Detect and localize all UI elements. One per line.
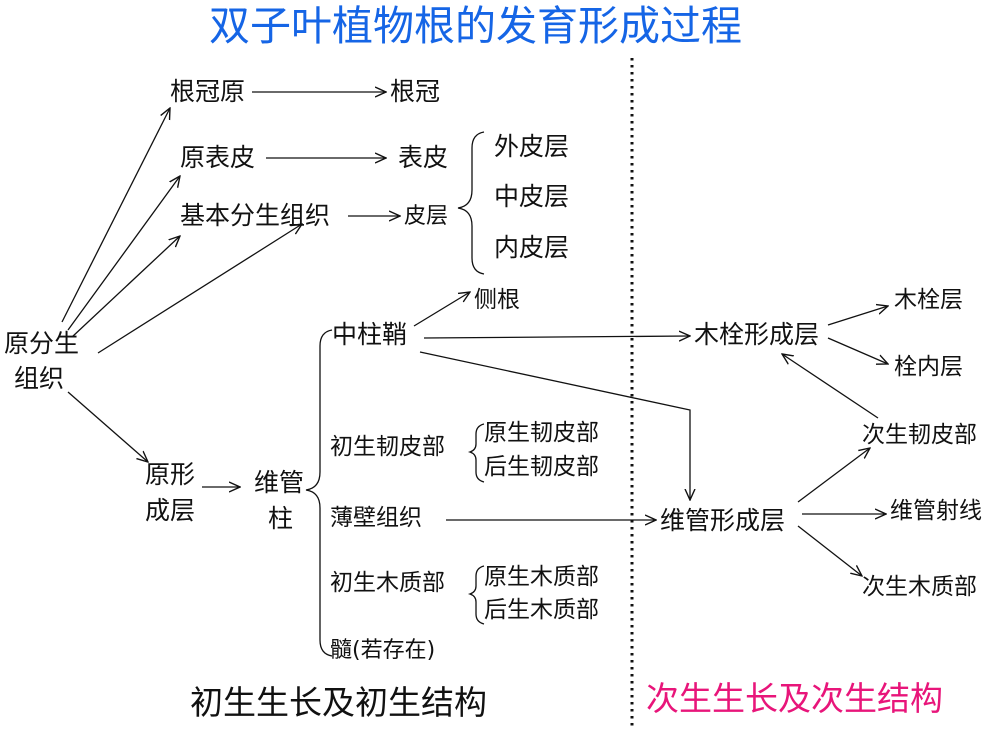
node-zhongpice: 中皮层 — [494, 182, 570, 211]
node-genguanyuan: 根冠原 — [170, 77, 246, 106]
node-biaopi: 表皮 — [398, 143, 449, 172]
node-chushengmuzhibu: 初生木质部 — [330, 570, 445, 596]
arrow-to-zhongzhuqiao-bottom — [97, 224, 302, 354]
node-yuanfenshengzuzhi-line2: 组织 — [14, 364, 65, 393]
node-mushuanceng: 木栓层 — [894, 287, 963, 313]
arrow-mushuan-mushuanceng — [827, 306, 888, 326]
node-yuanfenshengzuzhi-line1: 原分生 — [4, 329, 80, 358]
brace-pice — [457, 131, 485, 275]
caption-secondary: 次生生长及次生结构 — [646, 679, 943, 718]
diagram-title: 双子叶植物根的发育形成过程 — [209, 2, 742, 50]
node-yuanshengmuzhibu: 原生木质部 — [484, 564, 599, 590]
node-weiguanzhu-line1: 维管 — [254, 468, 305, 497]
node-jibenfenshengzuzhi: 基本分生组织 — [180, 201, 331, 230]
arrow-to-jibenfensheng — [71, 236, 180, 338]
node-pice: 皮层 — [404, 204, 449, 229]
arrow-cishengrenpi-mushuan — [782, 354, 879, 419]
node-yuanshengrenpibu: 原生韧皮部 — [484, 420, 599, 446]
node-shuanneiceng: 栓内层 — [894, 354, 963, 380]
node-mushuanxingchengceng: 木栓形成层 — [694, 320, 820, 349]
caption-primary: 初生生长及初生结构 — [190, 683, 487, 722]
arrow-weiguanxing-cishengmuzhi — [797, 525, 862, 576]
arrow-weiguanxing-cishengrenpi — [797, 448, 870, 503]
node-chushengrenpibu: 初生韧皮部 — [330, 434, 445, 460]
brace-renpibu — [467, 423, 485, 483]
node-weiguansheixian: 维管射线 — [890, 498, 982, 524]
node-waipice: 外皮层 — [494, 132, 570, 161]
arrow-to-yuanxingcheng — [67, 391, 148, 462]
node-weiguanxingchengceng: 维管形成层 — [660, 506, 786, 535]
arrow-to-yuanbiaopi — [67, 176, 180, 331]
brace-muzhibu — [467, 565, 485, 625]
node-yuanbiaopi: 原表皮 — [180, 143, 256, 172]
arrow-zhongzhuqiao-weiguanxing — [419, 351, 690, 500]
node-cegen: 侧根 — [474, 287, 520, 313]
node-cishengrenpibu: 次生韧皮部 — [862, 422, 977, 448]
brace-weiguanzhu — [305, 329, 333, 657]
node-weiguanzhu-line2: 柱 — [268, 504, 294, 533]
node-houshengmuzhibu: 后生木质部 — [484, 597, 599, 623]
arrow-zhongzhuqiao-cegen — [413, 292, 470, 327]
arrow-to-genguanyuan — [61, 108, 170, 323]
node-sui: 髓(若存在) — [330, 638, 436, 663]
arrow-mushuan-shuanneiceng — [827, 337, 888, 364]
node-baobizuzhi: 薄壁组织 — [330, 505, 422, 531]
arrow-zhongzhuqiao-mushuan — [423, 336, 690, 338]
node-yuanxingchengceng-line1: 原形 — [145, 460, 196, 489]
node-houshengrenpibu: 后生韧皮部 — [484, 454, 599, 480]
node-genguan: 根冠 — [390, 77, 441, 106]
node-yuanxingchengceng-line2: 成层 — [145, 496, 196, 525]
node-neipice: 内皮层 — [494, 233, 570, 262]
node-zhongzhuqiao: 中柱鞘 — [332, 320, 408, 349]
node-cishengmuzhibu: 次生木质部 — [862, 574, 977, 600]
